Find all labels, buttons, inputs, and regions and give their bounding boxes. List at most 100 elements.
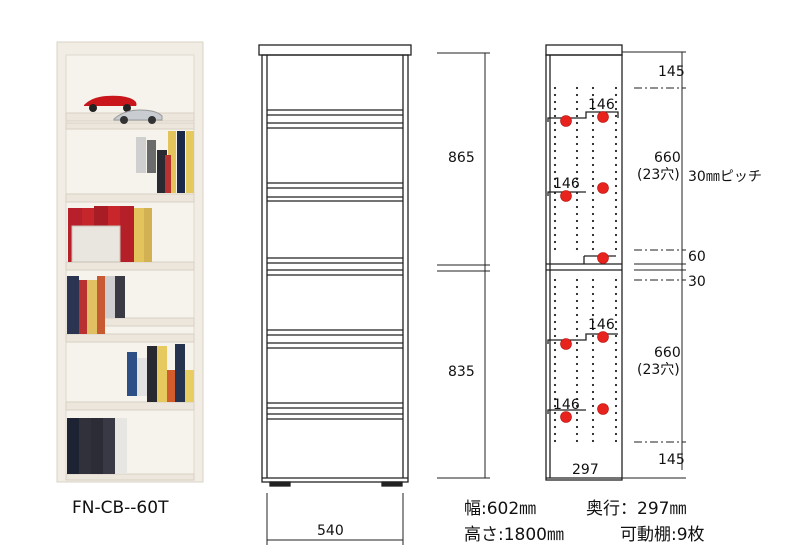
- pin-hole: [553, 121, 557, 125]
- pin-hole: [553, 142, 557, 146]
- pin-hole: [553, 226, 557, 230]
- pin-hole: [614, 390, 618, 394]
- spec-height: 高さ:1800㎜: [464, 525, 564, 545]
- pin-hole: [591, 86, 595, 90]
- pin-hole: [614, 191, 618, 195]
- pin-hole: [614, 177, 618, 181]
- pin-hole: [591, 100, 595, 104]
- pin-hole: [614, 128, 618, 132]
- pin-hole: [614, 86, 618, 90]
- pin-hole: [614, 404, 618, 408]
- pin-hole: [553, 425, 557, 429]
- pin-hole: [553, 376, 557, 380]
- pin-hole: [553, 149, 557, 153]
- pin-hole: [575, 240, 579, 244]
- pin-hole: [575, 348, 579, 352]
- pin-hole: [553, 107, 557, 111]
- pin-hole: [591, 411, 595, 415]
- pin-hole: [614, 233, 618, 237]
- pin-hole: [553, 247, 557, 251]
- pin-hole: [553, 163, 557, 167]
- pin-hole: [575, 418, 579, 422]
- pin-hole: [575, 170, 579, 174]
- pin-hole: [591, 369, 595, 373]
- pin-hole: [614, 306, 618, 310]
- pin-hole: [553, 320, 557, 324]
- pin-hole: [591, 278, 595, 282]
- pin-hole: [553, 327, 557, 331]
- pin-hole: [553, 369, 557, 373]
- upper-range-label: 660: [654, 150, 681, 166]
- pin-hole: [614, 163, 618, 167]
- pin-hole: [553, 128, 557, 132]
- pin-hole: [575, 114, 579, 118]
- pin-hole: [614, 170, 618, 174]
- pin-hole: [575, 306, 579, 310]
- side-section: [545, 44, 623, 481]
- pin-hole: [614, 348, 618, 352]
- pin-hole: [614, 292, 618, 296]
- pin-hole: [591, 149, 595, 153]
- pin-hole: [553, 219, 557, 223]
- pin-hole: [575, 135, 579, 139]
- pin-hole: [553, 240, 557, 244]
- pin-hole: [614, 278, 618, 282]
- pin-hole: [591, 156, 595, 160]
- pin-hole: [575, 355, 579, 359]
- pin-hole: [575, 411, 579, 415]
- pin-hole: [614, 341, 618, 345]
- pin-hole: [553, 114, 557, 118]
- pin-hole: [553, 93, 557, 97]
- pin-hole: [614, 198, 618, 202]
- pin-hole: [575, 184, 579, 188]
- pin-hole: [591, 198, 595, 202]
- pin-hole: [575, 299, 579, 303]
- pin-hole: [591, 390, 595, 394]
- pin-hole: [553, 212, 557, 216]
- upper-height-label: 865: [448, 150, 475, 166]
- model-number: FN-CB--60T: [72, 498, 169, 518]
- bottom-offset-label: 145: [658, 452, 685, 468]
- pin-hole: [614, 142, 618, 146]
- pin-hole: [553, 362, 557, 366]
- pin-hole: [591, 247, 595, 251]
- pin-hole: [575, 292, 579, 296]
- pin-hole: [553, 285, 557, 289]
- pin-offset-label: 146: [553, 397, 580, 413]
- pin-markers: [560, 111, 609, 423]
- pin-hole: [575, 327, 579, 331]
- pin-hole: [553, 299, 557, 303]
- pin-hole: [591, 334, 595, 338]
- width-dimension: [266, 493, 404, 545]
- pin-hole: [614, 299, 618, 303]
- pin-hole: [591, 327, 595, 331]
- pin-hole: [614, 205, 618, 209]
- pin-offset-label: 146: [588, 317, 615, 333]
- pin-hole: [591, 107, 595, 111]
- pin-hole: [614, 418, 618, 422]
- pin-offset-label: 146: [553, 176, 580, 192]
- pin-hole: [553, 292, 557, 296]
- pin-hole: [575, 107, 579, 111]
- pin-hole: [614, 285, 618, 289]
- pin-hole: [575, 397, 579, 401]
- pin-hole: [591, 170, 595, 174]
- pin-hole: [553, 334, 557, 338]
- pin-hole: [614, 149, 618, 153]
- pin-hole: [614, 355, 618, 359]
- pin-hole: [575, 369, 579, 373]
- lower-height-label: 835: [448, 364, 475, 380]
- pin-hole: [591, 292, 595, 296]
- pin-hole: [553, 306, 557, 310]
- pin-hole: [591, 184, 595, 188]
- pin-hole: [575, 233, 579, 237]
- pin-hole: [591, 362, 595, 366]
- pin-hole: [575, 226, 579, 230]
- pin-hole: [591, 219, 595, 223]
- pin-hole: [614, 320, 618, 324]
- pin-hole: [553, 404, 557, 408]
- pin-hole: [614, 383, 618, 387]
- pin-hole: [591, 341, 595, 345]
- pin-hole: [575, 425, 579, 429]
- pin-hole: [575, 313, 579, 317]
